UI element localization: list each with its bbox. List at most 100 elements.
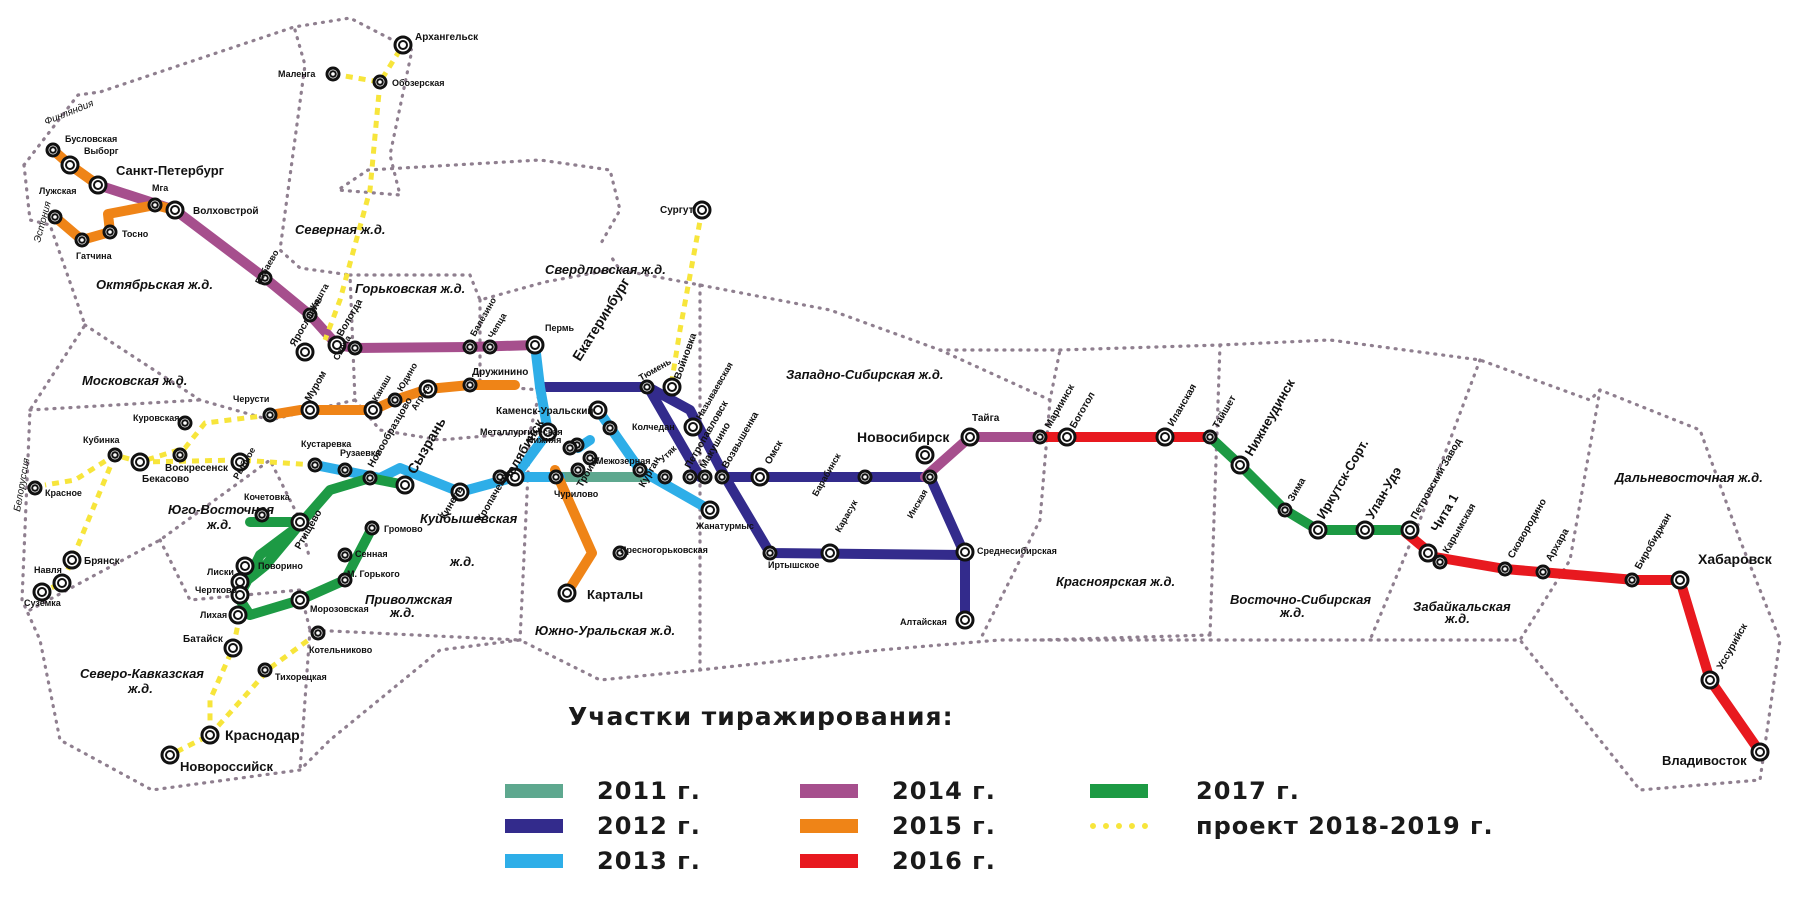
- station-marker-inner: [261, 666, 269, 674]
- station-kolchedan: [602, 420, 618, 436]
- station-label: Тайшет: [1211, 394, 1239, 431]
- legend-swatch: [505, 819, 563, 833]
- station-ulan-ude: [1355, 520, 1375, 540]
- legend-label: 2013 г.: [597, 847, 701, 875]
- station-kotelnikovo: [310, 625, 326, 641]
- station-tayshet: [1202, 429, 1218, 445]
- station-label: Биробиджан: [1632, 511, 1674, 572]
- station-label: Лужская: [39, 186, 76, 196]
- legend-swatch: [505, 784, 563, 798]
- station-ekaterinburg: [538, 422, 558, 442]
- station-label: Зима: [1286, 476, 1308, 504]
- station-marker-inner: [240, 561, 250, 571]
- station-marker-inner: [562, 588, 572, 598]
- station-labels: АрхангельскМаленгаОбозерскаяБусловскаяВы…: [24, 32, 1773, 774]
- station-marker-inner: [455, 487, 465, 497]
- station-marker-inner: [543, 427, 553, 437]
- station-label: Сызрань: [404, 414, 449, 476]
- station-marker-inner: [1705, 675, 1715, 685]
- region-label: ж.д.: [1279, 605, 1305, 620]
- station-navlya: [52, 573, 72, 593]
- station-label: Нижняя: [527, 435, 561, 445]
- station-marker-inner: [306, 311, 314, 319]
- station-label: М. Горького: [347, 569, 400, 579]
- station-marker-inner: [228, 643, 238, 653]
- station-bryansk: [62, 550, 82, 570]
- station-marker-inner: [368, 405, 378, 415]
- station-marker-inner: [667, 382, 677, 392]
- station-nizhneudinsk: [1230, 455, 1250, 475]
- station-label: Кочетовка: [244, 492, 291, 502]
- station-marker-inner: [960, 547, 970, 557]
- station-marker-inner: [391, 396, 399, 404]
- station-marker-inner: [258, 511, 266, 519]
- station-label: Новороссийск: [180, 759, 273, 774]
- station-makushino: [697, 469, 713, 485]
- station-mariinsk: [1032, 429, 1048, 445]
- segment-2014: [93, 180, 540, 353]
- station-label: Чурилово: [554, 489, 599, 499]
- legend-label: 2017 г.: [1196, 777, 1300, 805]
- segment-project: [322, 81, 383, 341]
- station-marker-inner: [235, 577, 245, 587]
- legend-item-y2012: 2012 г.: [505, 812, 701, 840]
- station-sennaya: [337, 547, 353, 563]
- station-inskaya: [922, 469, 938, 485]
- station-marker-inner: [351, 344, 359, 352]
- station-label: Лихая: [200, 610, 227, 620]
- station-tayga: [960, 427, 980, 447]
- station-marker-inner: [920, 450, 930, 460]
- legend-label: 2015 г.: [892, 812, 996, 840]
- station-marker-inner: [1160, 432, 1170, 442]
- station-rtishchevo: [290, 512, 310, 532]
- station-krasnodar: [200, 725, 220, 745]
- station-marker-inner: [341, 576, 349, 584]
- station-cherusti: [262, 407, 278, 423]
- legend-label: 2012 г.: [597, 812, 701, 840]
- station-marker-inner: [466, 381, 474, 389]
- station-label: Бекасово: [142, 474, 189, 485]
- station-label: Омск: [763, 438, 786, 467]
- station-kartaly: [557, 583, 577, 603]
- station-irtyshskoe: [762, 545, 778, 561]
- legend-label: 2011 г.: [597, 777, 701, 805]
- station-marker-inner: [755, 472, 765, 482]
- station-marker-inner: [701, 473, 709, 481]
- station-buslovskaya: [45, 142, 61, 158]
- station-marker-inner: [606, 424, 614, 432]
- station-marker-inner: [926, 473, 934, 481]
- station-marker-inner: [697, 205, 707, 215]
- station-label: Тайга: [972, 413, 1000, 424]
- station-tikhoretskaya: [257, 662, 273, 678]
- station-marker-inner: [586, 454, 594, 462]
- station-marker-inner: [111, 451, 119, 459]
- legend-swatch: [1090, 823, 1148, 829]
- stations: [27, 35, 1770, 765]
- station-label: Дружинино: [472, 367, 528, 378]
- station-kurovskaya: [177, 415, 193, 431]
- region-label: Свердловская ж.д.: [545, 262, 666, 277]
- station-troitsk: [570, 462, 586, 478]
- station-voynovka: [662, 377, 682, 397]
- legend-item-y2014: 2014 г.: [800, 777, 996, 805]
- legend-item-proj: проект 2018-2019 г.: [1090, 812, 1494, 840]
- station-obozerskaya: [372, 74, 388, 90]
- station-marker-inner: [1405, 525, 1415, 535]
- station-label: Громово: [384, 524, 423, 534]
- station-label: Карасук: [833, 498, 860, 534]
- station-vozvyshenka: [714, 469, 730, 485]
- station-kinel: [450, 482, 470, 502]
- station-marker-inner: [51, 213, 59, 221]
- station-kamensk: [588, 400, 608, 420]
- region-label: Западно-Сибирская ж.д.: [786, 367, 943, 382]
- station-voskresensk: [172, 447, 188, 463]
- station-marker-inner: [37, 587, 47, 597]
- station-label: Кубинка: [83, 435, 121, 445]
- station-nazyvaevskaya: [683, 417, 703, 437]
- station-marker-inner: [530, 340, 540, 350]
- station-marker-inner: [1436, 558, 1444, 566]
- station-label: Поворино: [258, 561, 303, 571]
- station-mga: [147, 197, 163, 213]
- region-label: ж.д.: [389, 605, 415, 620]
